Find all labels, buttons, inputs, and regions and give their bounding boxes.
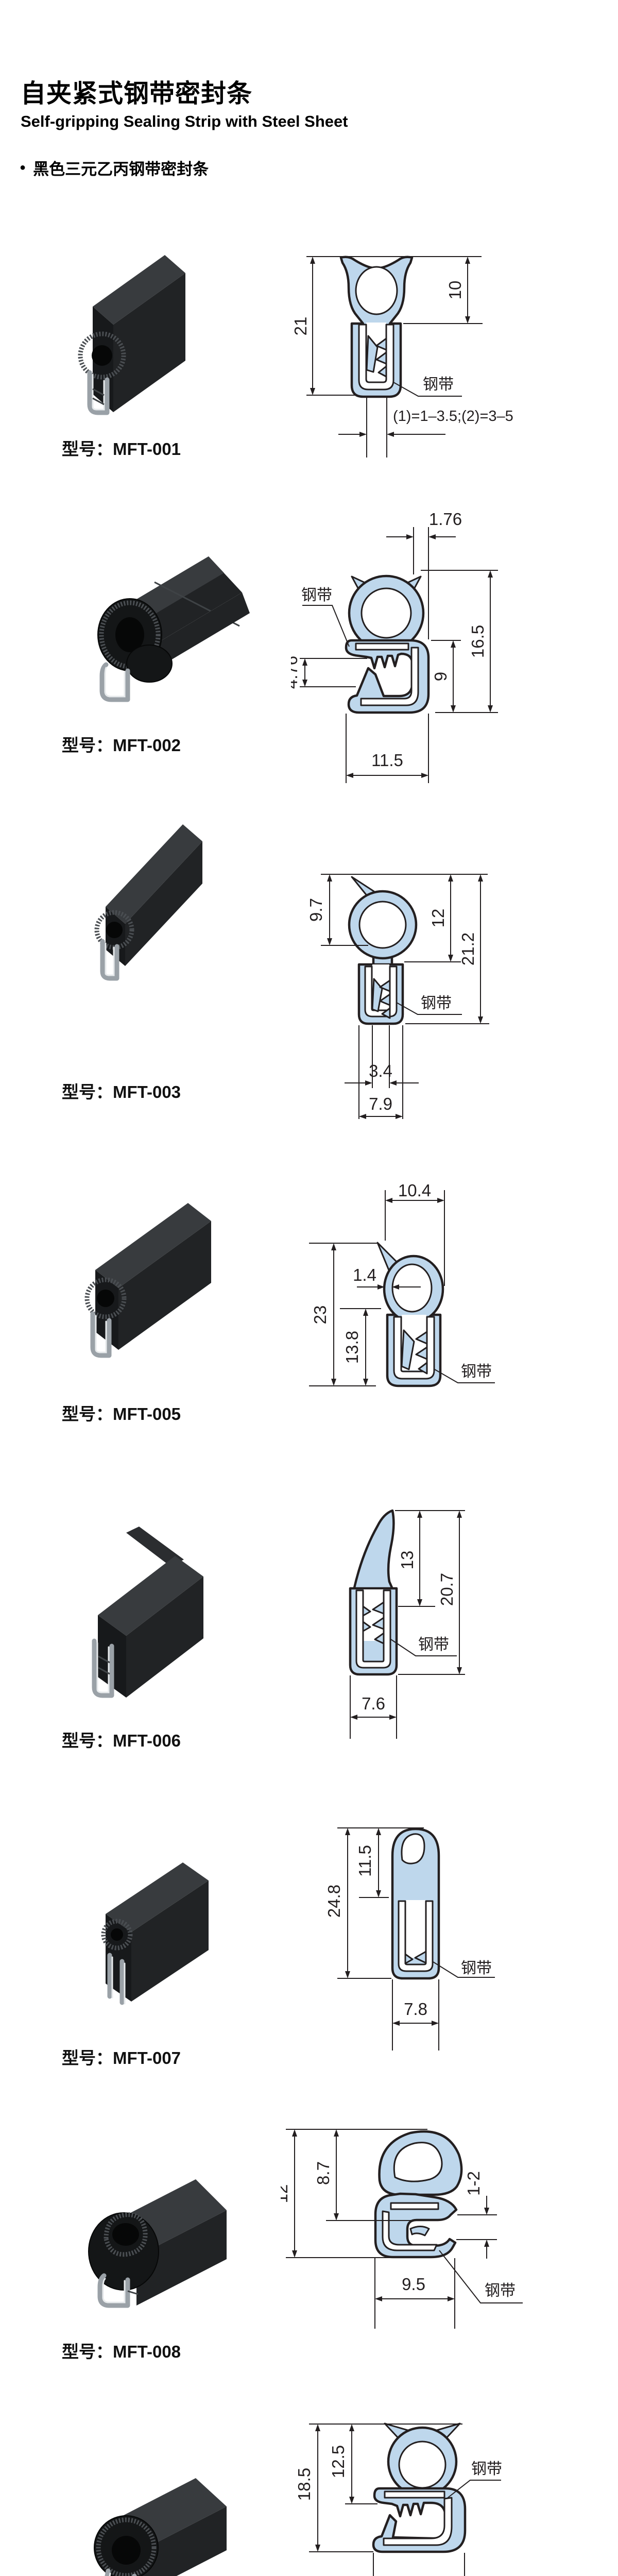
dim-bulb-height: 12.5	[329, 2445, 348, 2478]
product-photo-mft-001	[78, 255, 185, 415]
model-number: MFT-001	[113, 439, 181, 459]
page-subtitle: Self-gripping Sealing Strip with Steel S…	[21, 112, 348, 130]
steel-strip-label: 钢带	[301, 587, 332, 604]
dim-flipper-height: 13	[398, 1551, 417, 1570]
steel-strip-shape	[360, 647, 419, 706]
dim-bulb-height: 8.7	[314, 2161, 333, 2185]
diagram-mft-002: 1.76 16.5 9 4.76 11.5 钢带	[291, 510, 498, 783]
model-label-mft-005: 型号：MFT-005	[62, 1404, 181, 1423]
dim-wall-thickness: 1.4	[353, 1265, 376, 1284]
dim-overall-height: 21	[291, 317, 310, 336]
sponge-bulb	[84, 1277, 127, 1319]
bullet-line: ● 黑色三元乙丙钢带密封条	[20, 156, 209, 179]
leader-line	[396, 1002, 462, 1015]
steel-strip-label: 钢带	[423, 376, 454, 393]
product-photo-mft-003	[94, 824, 202, 981]
bullet-icon: ●	[20, 162, 26, 173]
metal-clip	[100, 939, 119, 981]
steel-strip-label: 钢带	[471, 2461, 502, 2478]
sponge-bulb	[94, 910, 134, 950]
dim-bulb-height: 11.5	[355, 1845, 374, 1877]
steel-strip-label: 钢带	[461, 1363, 492, 1380]
steel-strip-shape	[382, 2210, 438, 2251]
diagram-mft-005: 10.4 23 1.4 13.8 钢带	[309, 1181, 495, 1387]
metal-clip	[90, 1311, 112, 1358]
profile-flipper	[352, 1509, 395, 1591]
steel-strip-label: 钢带	[421, 995, 452, 1012]
leader-line	[390, 1639, 457, 1656]
dim-channel-height: 13.8	[342, 1331, 362, 1364]
dim-overall-height: 24.8	[324, 1885, 344, 1918]
leader-line	[302, 605, 350, 647]
steel-strip-label: 钢带	[418, 1636, 449, 1653]
profile-cross-section	[345, 639, 430, 714]
dim-bottom-width: 7.8	[404, 1999, 427, 2019]
dim-grip-range: 1-2	[464, 2171, 483, 2196]
model-prefix: 型号：	[62, 439, 113, 459]
diagram-mft-008: 12 8.7 1-2 9.5 钢带	[281, 2129, 523, 2329]
metal-clip	[107, 1953, 125, 2005]
dim-inner-width: 3.4	[369, 1061, 392, 1080]
dim-overall-height: 20.7	[437, 1573, 456, 1606]
leader-line	[446, 2480, 501, 2499]
dim-overall-height: 18.5	[295, 2468, 314, 2501]
product-photo-mft-008	[88, 2179, 227, 2308]
product-photo-mft-009	[94, 2478, 227, 2576]
leader-line	[393, 382, 462, 397]
dim-bottom-width: 11.5	[371, 751, 403, 770]
metal-clip	[92, 1638, 114, 1698]
product-photo-mft-002	[97, 556, 250, 702]
dim-overall-height: 23	[311, 1306, 330, 1325]
steel-strip-label: 钢带	[461, 1960, 492, 1977]
model-label-mft-001: 型号：MFT-001	[62, 435, 181, 460]
metal-clip	[99, 662, 130, 702]
dim-overall-height: 21.2	[458, 933, 477, 965]
steel-strip-shape	[398, 1900, 434, 1972]
diagram-mft-001: 21 10 (1)=1–3.5;(2)=3–5 钢带	[291, 256, 513, 457]
product-photo-mft-006	[92, 1527, 203, 1698]
steel-strip-shape	[393, 1316, 435, 1380]
diagram-mft-007: 24.8 11.5 7.8 钢带	[324, 1827, 495, 2050]
product-photo-mft-005	[84, 1203, 211, 1358]
product-photo-mft-007	[101, 1862, 209, 2005]
model-label-mft-006: 型号：MFT-006	[62, 1731, 181, 1750]
dim-bottom-width: 7.6	[362, 1694, 385, 1713]
dim-bottom-width: 7.9	[369, 1094, 392, 1113]
dim-overall-height: 12	[281, 2184, 291, 2204]
steel-strip-label: 钢带	[485, 2282, 516, 2299]
diagram-mft-003: 9.7 12 21.2 3.4 7.9 钢带	[306, 874, 489, 1119]
page-title: 自夹紧式钢带密封条	[21, 80, 253, 108]
steel-strip-shape	[383, 2497, 453, 2546]
dim-overall-height: 16.5	[468, 625, 487, 658]
steel-strip-shape	[355, 1589, 391, 1669]
diagram-mft-006: 13 20.7 7.6 钢带	[349, 1509, 465, 1739]
sponge-bulb	[96, 2517, 157, 2576]
model-label-mft-008: 型号：MFT-008	[62, 2342, 181, 2361]
bullet-text: 黑色三元乙丙钢带密封条	[33, 160, 209, 178]
dim-upper-height: 12	[428, 909, 448, 928]
dim-channel-height: 9	[431, 672, 450, 681]
dim-lip-height: 4.76	[291, 656, 301, 689]
model-label-mft-002: 型号：MFT-002	[62, 736, 181, 755]
dim-top-width: 10.4	[398, 1181, 431, 1200]
leader-line	[433, 1961, 495, 1978]
model-label-mft-003: 型号：MFT-003	[62, 1082, 181, 1101]
dim-bulb-height: 10	[445, 281, 465, 300]
sponge-bulb	[78, 331, 126, 380]
leader-line	[434, 1369, 495, 1383]
leader-line	[439, 2250, 523, 2303]
diagram-mft-009: 18.5 12.5 13 钢带	[295, 2422, 502, 2576]
model-label-mft-007: 型号：MFT-007	[62, 2048, 181, 2067]
sponge-bulb	[104, 2212, 148, 2257]
sponge-bulb	[101, 1919, 133, 1951]
dim-bottom-width: 9.5	[402, 2275, 425, 2294]
metal-clip	[97, 2273, 130, 2308]
metal-clip	[87, 370, 110, 415]
dim-bulb-height: 9.7	[306, 898, 325, 922]
dim-top-width: 1.76	[429, 510, 462, 529]
dim-note: (1)=1–3.5;(2)=3–5	[393, 408, 513, 425]
